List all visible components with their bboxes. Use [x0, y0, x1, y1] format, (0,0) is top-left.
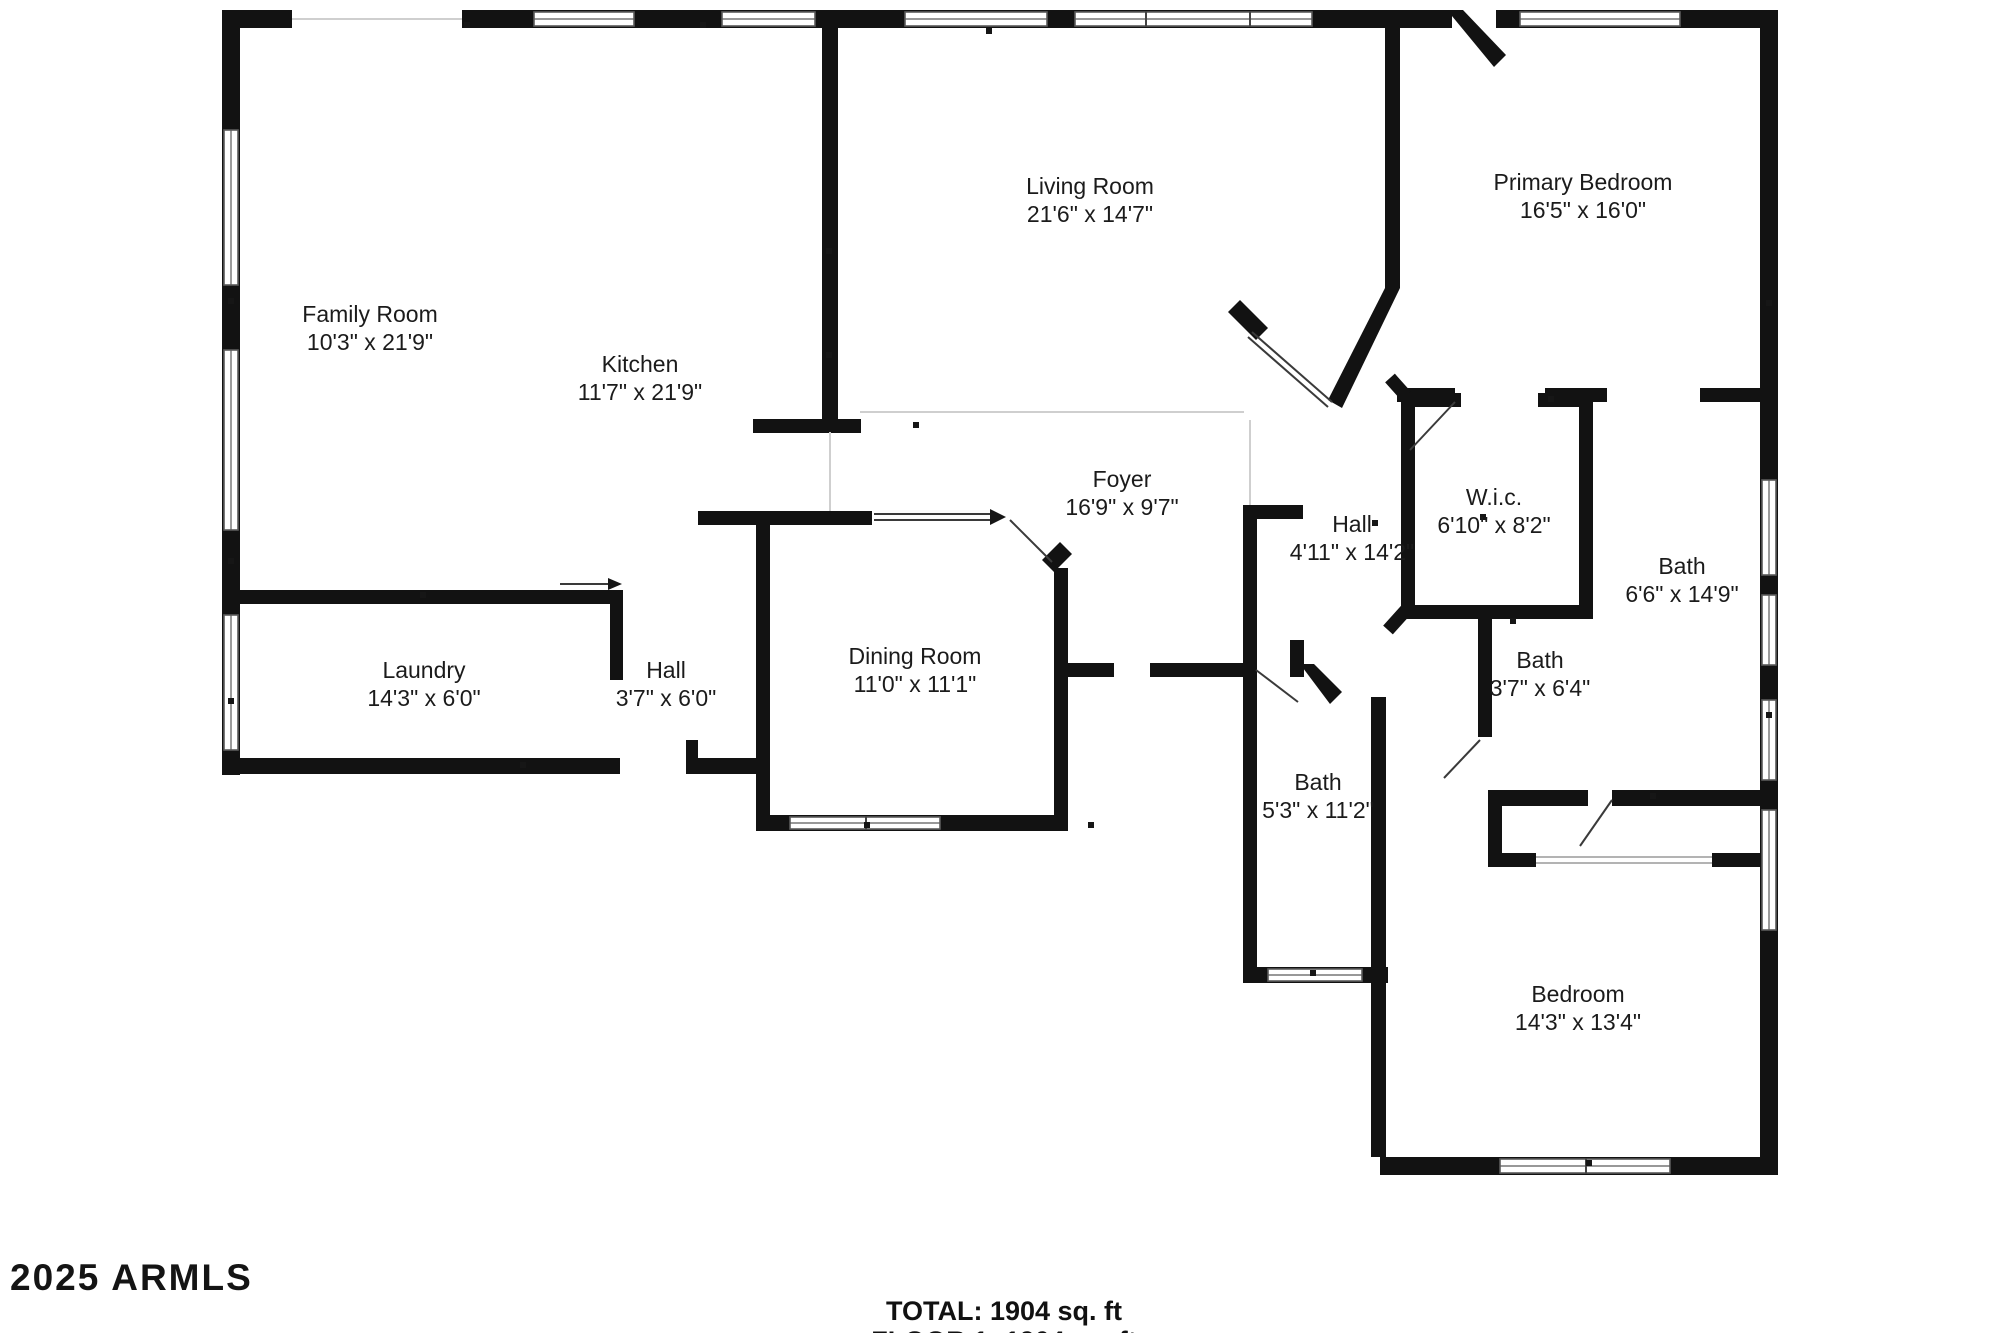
room-label-bath-right: Bath 6'6" x 14'9": [1625, 553, 1738, 607]
armls-watermark: 2025 ARMLS: [10, 1257, 253, 1298]
room-label-laundry: Laundry 14'3" x 6'0": [367, 657, 480, 711]
svg-text:14'3" x 6'0": 14'3" x 6'0": [367, 685, 480, 711]
svg-text:Bath: Bath: [1516, 647, 1563, 673]
svg-text:Hall: Hall: [646, 657, 686, 683]
svg-text:11'7" x 21'9": 11'7" x 21'9": [578, 379, 702, 405]
room-label-bedroom: Bedroom 14'3" x 13'4": [1515, 981, 1641, 1035]
room-label-foyer: Foyer 16'9" x 9'7": [1065, 466, 1178, 520]
svg-text:5'3" x 11'2": 5'3" x 11'2": [1262, 797, 1374, 823]
svg-text:16'9" x 9'7": 16'9" x 9'7": [1065, 494, 1178, 520]
svg-text:14'3" x 13'4": 14'3" x 13'4": [1515, 1009, 1641, 1035]
svg-text:10'3" x 21'9": 10'3" x 21'9": [307, 329, 433, 355]
floor1-sqft-label: FLOOR 1: 1904 sq. ft: [871, 1326, 1137, 1333]
svg-text:3'7" x 6'4": 3'7" x 6'4": [1490, 675, 1591, 701]
svg-text:Hall: Hall: [1332, 511, 1372, 537]
room-label-wic: W.i.c. 6'10" x 8'2": [1437, 484, 1550, 538]
wall-ticks: [228, 22, 1772, 1166]
svg-text:W.i.c.: W.i.c.: [1466, 484, 1522, 510]
svg-text:Living Room: Living Room: [1026, 173, 1154, 199]
svg-text:4'11" x 14'2": 4'11" x 14'2": [1290, 539, 1414, 565]
room-label-primary-bedroom: Primary Bedroom 16'5" x 16'0": [1494, 169, 1673, 223]
room-label-bath-small: Bath 3'7" x 6'4": [1490, 647, 1591, 701]
svg-text:Family Room: Family Room: [302, 301, 437, 327]
svg-text:Bedroom: Bedroom: [1531, 981, 1624, 1007]
room-label-dining-room: Dining Room 11'0" x 11'1": [849, 643, 982, 697]
svg-text:3'7" x 6'0": 3'7" x 6'0": [616, 685, 717, 711]
windows: [223, 8, 1777, 1174]
svg-text:16'5" x 16'0": 16'5" x 16'0": [1520, 197, 1646, 223]
svg-text:Bath: Bath: [1658, 553, 1705, 579]
svg-text:Laundry: Laundry: [382, 657, 466, 683]
svg-text:Kitchen: Kitchen: [602, 351, 679, 377]
room-label-kitchen: Kitchen 11'7" x 21'9": [578, 351, 702, 405]
svg-text:11'0" x 11'1": 11'0" x 11'1": [854, 671, 977, 697]
room-label-hall-upper: Hall 4'11" x 14'2": [1290, 511, 1414, 565]
svg-text:Foyer: Foyer: [1093, 466, 1152, 492]
total-sqft-label: TOTAL: 1904 sq. ft: [886, 1296, 1122, 1326]
svg-text:6'10" x 8'2": 6'10" x 8'2": [1437, 512, 1550, 538]
svg-text:Dining Room: Dining Room: [849, 643, 982, 669]
room-label-living-room: Living Room 21'6" x 14'7": [1026, 173, 1154, 227]
room-label-hall-lower: Hall 3'7" x 6'0": [616, 657, 717, 711]
door-swings: [560, 331, 1712, 864]
svg-text:Bath: Bath: [1294, 769, 1341, 795]
svg-text:Primary Bedroom: Primary Bedroom: [1494, 169, 1673, 195]
room-label-family-room: Family Room 10'3" x 21'9": [302, 301, 437, 355]
svg-text:6'6" x 14'9": 6'6" x 14'9": [1625, 581, 1738, 607]
room-label-bath-middle: Bath 5'3" x 11'2": [1262, 769, 1374, 823]
svg-text:21'6" x 14'7": 21'6" x 14'7": [1027, 201, 1153, 227]
